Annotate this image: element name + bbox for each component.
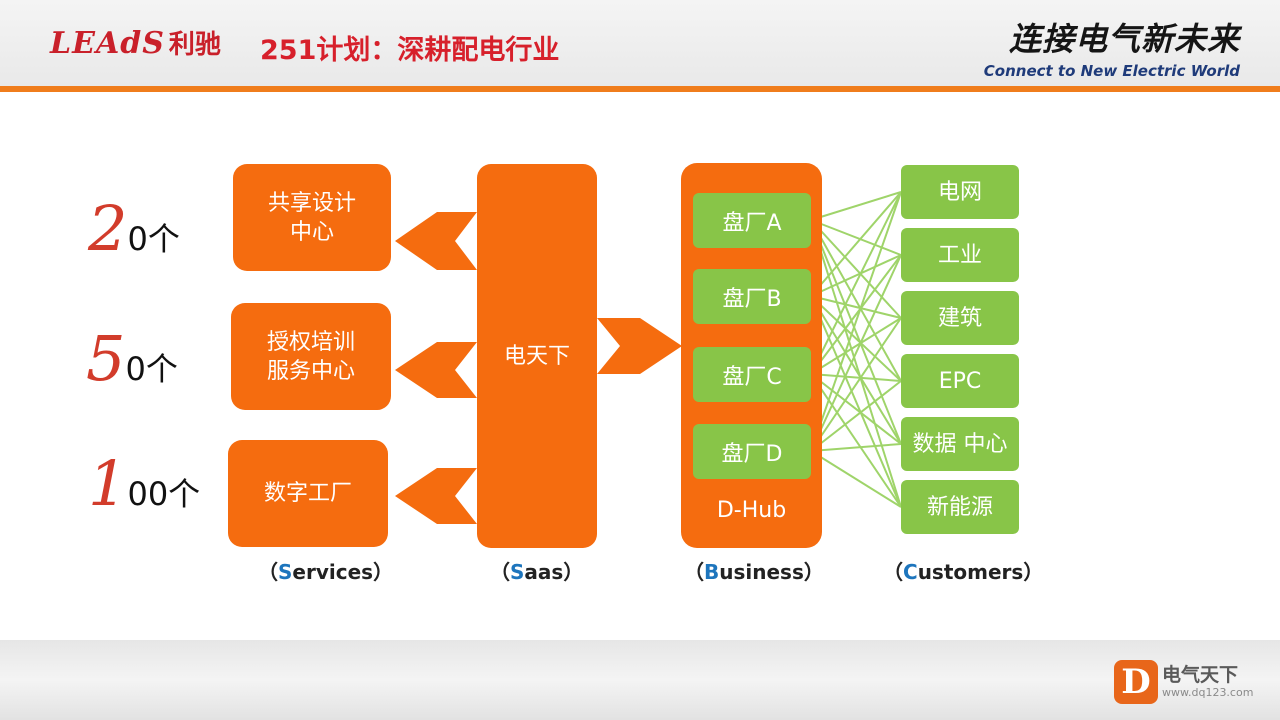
saas-label: 电天下 <box>503 343 570 369</box>
customer-grid: 电网 <box>901 165 1019 219</box>
link-line <box>810 450 902 508</box>
slogan-en: Connect to New Electric World <box>983 62 1240 80</box>
category-initial: C <box>903 560 918 584</box>
paren-close: ） <box>563 560 584 584</box>
service-label-line1: 授权培训 <box>266 329 355 355</box>
category-initial: S <box>278 560 293 584</box>
category-rest: ervices <box>292 560 374 584</box>
slide-title: 251计划：深耕配电行业 <box>260 35 560 66</box>
customer-label: 新能源 <box>926 494 993 520</box>
link-line <box>810 373 902 508</box>
header-divider <box>0 86 1280 92</box>
count-digital-factories: 1 00个 <box>88 453 200 515</box>
service-label-line1: 数字工厂 <box>263 481 352 506</box>
plant-c: 盘厂C <box>693 347 811 402</box>
paren-open: （ <box>684 560 704 584</box>
service-label-line1: 共享设计 <box>267 190 356 216</box>
paren-open: （ <box>490 560 510 584</box>
link-line <box>810 373 902 382</box>
arrow-to-training-center <box>395 342 477 398</box>
category-saas: （Saas） <box>490 556 583 585</box>
count-big-digit: 1 <box>88 447 128 520</box>
link-line <box>810 295 902 508</box>
arrow-to-digital-factory <box>395 468 477 524</box>
link-line <box>810 254 902 297</box>
count-training-centers: 5 0个 <box>86 328 178 390</box>
dhub-label: D-Hub <box>716 498 787 523</box>
link-line <box>810 295 902 382</box>
customer-new-energy: 新能源 <box>901 480 1019 534</box>
footer-decoration <box>0 640 1280 720</box>
category-rest: aas <box>524 560 564 584</box>
link-line <box>810 219 902 319</box>
customer-label: 工业 <box>937 242 982 268</box>
company-logo: LEAdS 利驰 <box>50 24 221 64</box>
link-line <box>810 443 902 452</box>
brand-name: 电气天下 <box>1162 664 1239 686</box>
link-line <box>810 191 902 297</box>
link-line <box>810 191 902 452</box>
count-design-centers: 2 0个 <box>88 198 180 260</box>
customer-industry: 工业 <box>901 228 1019 282</box>
customer-label-line2: 中心 <box>963 431 1008 457</box>
link-line <box>810 295 902 445</box>
service-label-line2: 中心 <box>289 219 334 245</box>
link-line <box>810 219 902 256</box>
header-bar <box>0 0 1280 86</box>
paren-close: ） <box>373 560 394 584</box>
service-box-design-center: 共享设计 中心 <box>233 164 391 271</box>
customer-label-line1: 数据 <box>912 431 957 457</box>
paren-open: （ <box>258 560 278 584</box>
paren-close: ） <box>1023 560 1044 584</box>
customer-label: EPC <box>938 368 982 394</box>
link-line <box>810 191 902 221</box>
service-box-training-center: 授权培训 服务中心 <box>231 303 391 410</box>
saas-box: 电天下 <box>477 164 597 548</box>
service-label-line2: 服务中心 <box>266 358 355 384</box>
logo-text-en: LEAdS <box>50 26 165 61</box>
plant-a: 盘厂A <box>693 193 811 248</box>
category-rest: usiness <box>719 560 804 584</box>
link-line <box>810 317 902 452</box>
link-line <box>810 219 902 508</box>
count-big-digit: 2 <box>88 192 128 265</box>
link-line <box>810 219 902 382</box>
arrow-to-design-center <box>395 212 477 270</box>
customer-label: 建筑 <box>937 305 982 331</box>
category-initial: B <box>704 560 720 584</box>
customer-building: 建筑 <box>901 291 1019 345</box>
count-big-digit: 5 <box>86 322 126 395</box>
link-line <box>810 295 902 319</box>
brand-logo-icon: D <box>1114 660 1158 704</box>
count-rest: 0个 <box>127 220 180 258</box>
arrow-to-business <box>597 318 682 374</box>
customer-label: 电网 <box>937 179 982 205</box>
link-line <box>810 254 902 452</box>
link-line <box>810 380 902 452</box>
count-rest: 00个 <box>127 475 201 513</box>
slogan: 连接电气新未来 Connect to New Electric World <box>984 14 1240 80</box>
category-business: （Business） <box>684 556 824 585</box>
customer-data-center: 数据 中心 <box>901 417 1019 471</box>
count-rest: 0个 <box>125 350 178 388</box>
link-line <box>810 219 902 445</box>
category-rest: ustomers <box>917 560 1024 584</box>
link-line <box>810 317 902 375</box>
logo-text-cn: 利驰 <box>168 30 221 60</box>
service-box-digital-factory: 数字工厂 <box>228 440 388 547</box>
link-line <box>810 254 902 375</box>
link-line <box>810 191 902 375</box>
paren-open: （ <box>883 560 903 584</box>
link-line <box>810 373 902 445</box>
paren-close: ） <box>803 560 824 584</box>
plant-d: 盘厂D <box>693 424 811 479</box>
brand-url: www.dq123.com <box>1162 686 1254 699</box>
category-services: （Services） <box>258 556 393 585</box>
plant-b: 盘厂B <box>693 269 811 324</box>
category-customers: （Customers） <box>883 556 1043 585</box>
category-initial: S <box>510 560 525 584</box>
customer-epc: EPC <box>901 354 1019 408</box>
slogan-cn: 连接电气新未来 <box>1008 20 1240 58</box>
